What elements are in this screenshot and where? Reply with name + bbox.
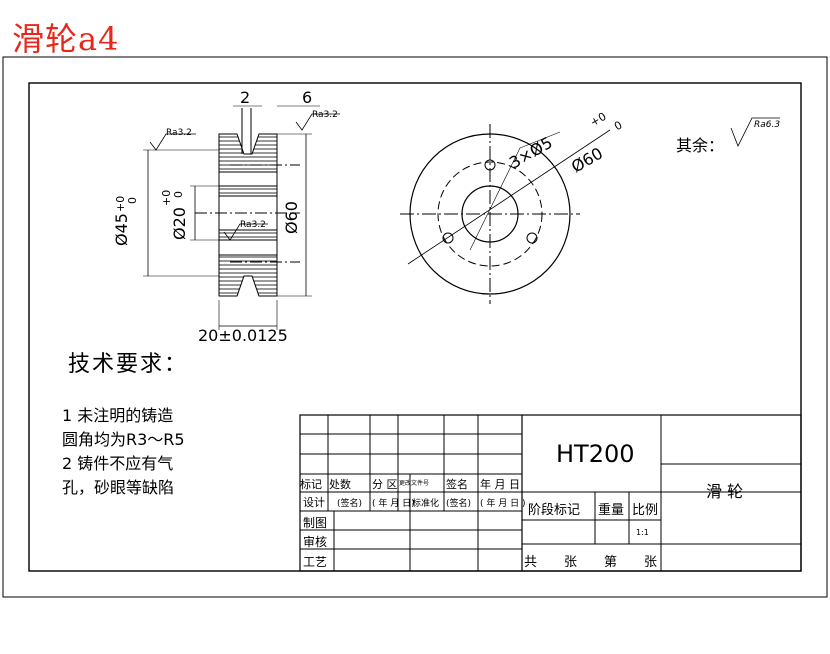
tb-mark-2: 处数 bbox=[329, 478, 351, 491]
rest-ra: Ra6.3 bbox=[754, 120, 781, 130]
tb-design-5: (签名) bbox=[446, 499, 472, 509]
section-view bbox=[143, 105, 340, 330]
dim-6: 6 bbox=[302, 88, 313, 107]
dim-hub-length: 20±0.0125 bbox=[198, 326, 288, 345]
tb-sheets-4: 张 bbox=[644, 555, 658, 570]
tb-mark-6: 年 月 日 bbox=[480, 478, 520, 491]
tb-design-3: ( 年 月 日) bbox=[372, 499, 415, 509]
front-view bbox=[400, 124, 611, 304]
tb-design-4: 标准化 bbox=[412, 499, 440, 509]
tb-sheets-1: 共 bbox=[524, 555, 538, 570]
tb-design-6: ( 年 月 日 ) bbox=[480, 499, 526, 509]
material: HT200 bbox=[556, 440, 635, 468]
dim-dia45-tol-low: 0 bbox=[126, 197, 139, 204]
dim-dia45: Ø45 bbox=[112, 213, 131, 246]
tb-mark-1: 标记 bbox=[300, 478, 322, 491]
tb-sheets-3: 第 bbox=[604, 555, 618, 570]
tech-line-3: 2 铸件不应有气 bbox=[62, 454, 174, 473]
rest-label: 其余： bbox=[676, 136, 725, 155]
tb-check: 审核 bbox=[303, 535, 328, 549]
dim-dia20-tol-low: 0 bbox=[172, 191, 185, 198]
tech-heading: 技术要求： bbox=[68, 352, 189, 377]
tb-scale: 比例 bbox=[632, 503, 659, 518]
hole-3 bbox=[526, 232, 538, 244]
hole-2 bbox=[442, 232, 454, 244]
tb-mark-3: 分 区 bbox=[372, 478, 398, 491]
tech-line-2: 圆角均为R3～R5 bbox=[62, 430, 185, 449]
tb-scale-value: 1:1 bbox=[636, 528, 649, 537]
title-block bbox=[299, 414, 802, 572]
ra-left: Ra3.2 bbox=[166, 128, 192, 138]
tb-weight: 重量 bbox=[598, 503, 625, 518]
tb-process: 工艺 bbox=[303, 555, 328, 569]
tb-design-1: 设计 bbox=[303, 496, 325, 509]
tech-notes: 1 未注明的铸造 圆角均为R3～R5 2 铸件不应有气 孔，砂眼等缺陷 bbox=[62, 404, 185, 500]
ra-right: Ra3.2 bbox=[312, 110, 338, 120]
tech-line-4: 孔，砂眼等缺陷 bbox=[62, 478, 175, 497]
tb-sheets-2: 张 bbox=[564, 555, 578, 570]
ra-inner: Ra3.2 bbox=[240, 220, 266, 230]
tb-draw: 制图 bbox=[303, 516, 328, 530]
outer-border bbox=[2, 56, 828, 598]
drawing-title: 滑轮a4 bbox=[12, 20, 120, 58]
dim-dia60-side: Ø60 bbox=[282, 201, 301, 234]
tech-line-1: 1 未注明的铸造 bbox=[62, 406, 174, 425]
part-name: 滑 轮 bbox=[706, 482, 744, 501]
tb-design-2: (签名) bbox=[337, 499, 363, 509]
tb-stage: 阶段标记 bbox=[528, 503, 581, 518]
dim-dia20: Ø20 bbox=[170, 207, 189, 240]
tb-mark-4: 更改文件号 bbox=[399, 480, 430, 487]
tb-mark-5: 签名 bbox=[446, 478, 468, 491]
dim-2: 2 bbox=[240, 88, 251, 107]
